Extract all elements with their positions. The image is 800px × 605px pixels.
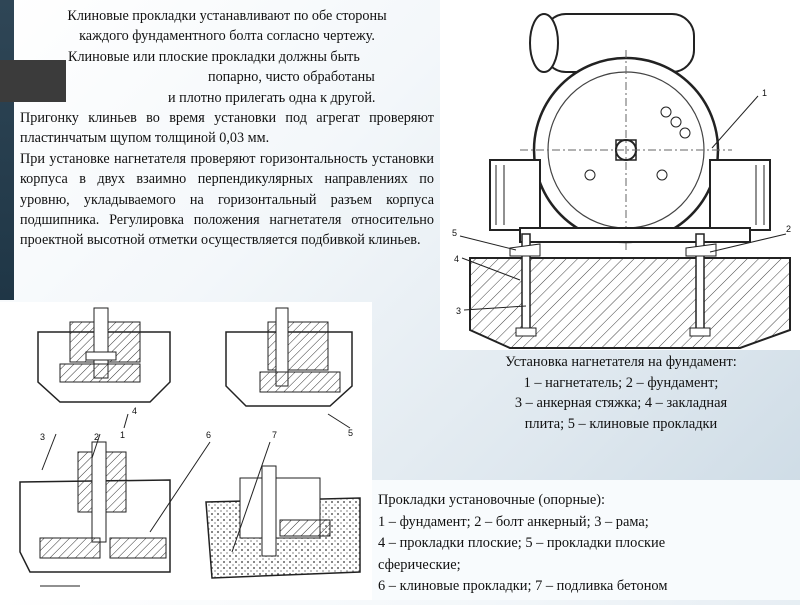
- caption-line: 1 – нагнетатель; 2 – фундамент;: [523, 374, 719, 391]
- drawing-label: 7: [272, 430, 277, 440]
- drawing-label: 4: [132, 406, 137, 416]
- drawing-label: 1: [120, 430, 125, 440]
- shims-caption: Прокладки установочные (опорные): 1 – фу…: [372, 480, 800, 600]
- caption-line: плита; 5 – клиновые прокладки: [524, 415, 718, 432]
- intro-line: и плотно прилегать одна к другой.: [168, 89, 376, 106]
- caption-line: 6 – клиновые прокладки; 7 – подливка бет…: [378, 578, 668, 595]
- intro-line: попарно, чисто обработаны: [208, 69, 375, 86]
- shims-drawing-svg: 1 2 3 4 5 6 7: [19, 307, 361, 587]
- blower-installation-drawing: 1 2 3 4 5: [440, 0, 800, 350]
- drawing-label: 1: [762, 88, 767, 98]
- drawing-label: 6: [206, 430, 211, 440]
- intro-text: Клиновые прокладки устанавливают по обе …: [20, 6, 434, 108]
- caption-line: сферические;: [378, 556, 461, 573]
- drawing-label: 2: [786, 224, 791, 234]
- paragraph-installation: При установке нагнетателя проверяют гори…: [20, 150, 434, 249]
- shims-drawing: 1 2 3 4 5 6 7: [0, 302, 372, 600]
- installation-caption: Установка нагнетателя на фундамент: 1 – …: [442, 352, 800, 434]
- drawing-label: 2: [94, 432, 99, 442]
- caption-line: Прокладки установочные (опорные):: [378, 492, 606, 508]
- caption-line: 1 – фундамент; 2 – болт анкерный; 3 – ра…: [378, 513, 649, 530]
- drawing-label: 5: [348, 428, 353, 438]
- drawing-label: 3: [40, 432, 45, 442]
- paragraph-fitting: Пригонку клиньев во время установки под …: [20, 110, 434, 147]
- intro-line: каждого фундаментного болта согласно чер…: [79, 28, 375, 45]
- intro-line: Клиновые или плоские прокладки должны бы…: [68, 48, 360, 65]
- main-text: Клиновые прокладки устанавливают по обе …: [20, 6, 434, 251]
- caption-line: 4 – прокладки плоские; 5 – прокладки пло…: [378, 535, 666, 552]
- drawing-label: 5: [452, 228, 457, 238]
- left-accent-bar: [0, 0, 14, 300]
- drawing-label: 3: [456, 306, 461, 316]
- caption-line: Установка нагнетателя на фундамент:: [505, 354, 737, 370]
- blower-drawing-svg: 1 2 3 4 5: [440, 0, 800, 350]
- left-accent-tab: [0, 60, 66, 102]
- caption-line: 3 – анкерная стяжка; 4 – закладная: [514, 395, 728, 411]
- intro-line: Клиновые прокладки устанавливают по обе …: [67, 8, 387, 24]
- drawing-label: 4: [454, 254, 459, 264]
